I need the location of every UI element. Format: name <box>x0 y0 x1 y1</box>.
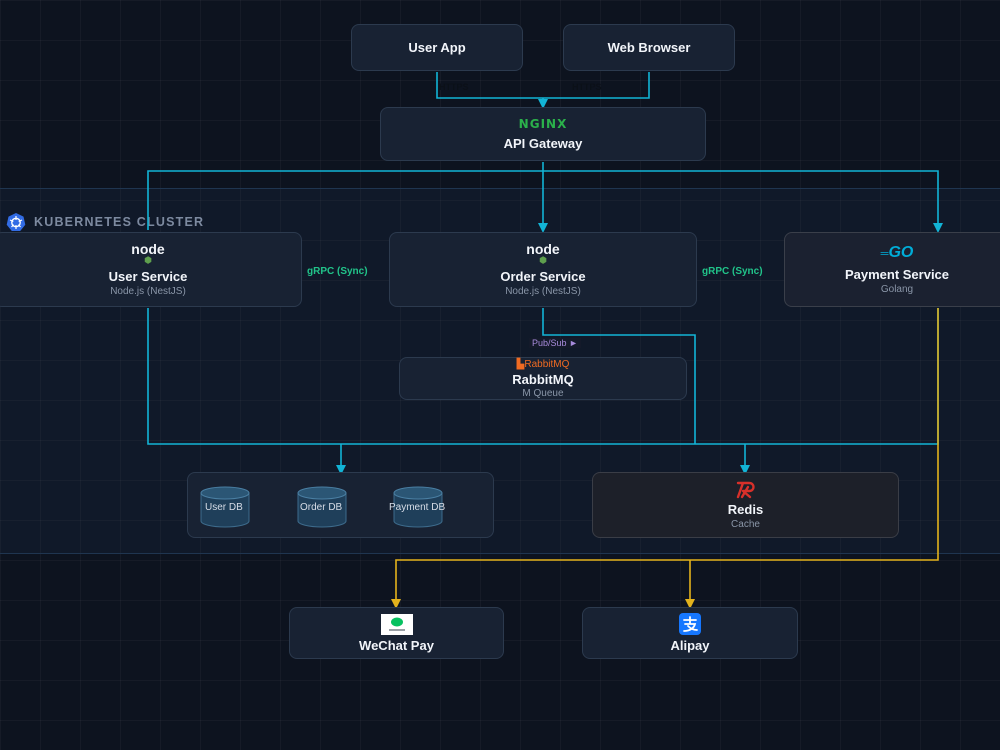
redis-subtitle: Cache <box>731 519 760 530</box>
api-gateway-title: API Gateway <box>503 136 583 151</box>
https-label-right: HTTPS <box>572 82 602 92</box>
web-browser-node[interactable]: Web Browser <box>563 24 735 71</box>
web-browser-label: Web Browser <box>607 40 691 55</box>
api-gateway-node[interactable]: NGINX API Gateway <box>380 107 706 161</box>
user-service-title: User Service <box>108 269 188 284</box>
cluster-label: KUBERNETES CLUSTER <box>34 215 205 229</box>
order-db-label: Order DB <box>300 502 343 513</box>
rabbitmq-logo: ▙RabbitMQ <box>516 358 570 370</box>
wechat-pay-icon <box>380 613 413 635</box>
cluster-header: KUBERNETES CLUSTER <box>6 212 204 232</box>
rabbitmq-icon: ▙ <box>516 358 525 370</box>
https-label-left: HTTPS <box>439 82 469 92</box>
order-service-node[interactable]: node ⬢ Order Service Node.js (NestJS) <box>389 232 697 307</box>
payment-service-subtitle: Golang <box>880 283 914 295</box>
nodejs-hex-icon: ⬢ <box>539 255 547 265</box>
database-icon <box>297 486 347 528</box>
grpc-label-right: gRPC (Sync) <box>702 266 763 277</box>
payment-service-node[interactable]: ═GO Payment Service Golang <box>784 232 1000 307</box>
database-icon <box>393 486 443 528</box>
redis-title: Redis <box>727 502 764 517</box>
order-service-title: Order Service <box>500 269 586 284</box>
kubernetes-icon <box>6 213 26 231</box>
gateway-to-services-link <box>147 170 943 233</box>
nodejs-logo: node <box>526 241 560 257</box>
payment-db-label: Payment DB <box>389 502 446 513</box>
wechat-pay-title: WeChat Pay <box>359 637 434 653</box>
nodejs-hex-icon: ⬢ <box>144 255 152 265</box>
redis-node[interactable]: Redis Cache <box>592 472 899 538</box>
user-db-label: User DB <box>205 502 243 513</box>
nodejs-logo: node <box>131 241 165 257</box>
redis-icon <box>736 481 755 499</box>
nginx-logo: NGINX <box>518 117 568 131</box>
payment-to-wechat-link <box>391 308 939 609</box>
alipay-title: Alipay <box>670 638 710 653</box>
user-service-subtitle: Node.js (NestJS) <box>110 286 186 297</box>
order-to-bus-link <box>542 308 696 444</box>
database-icon <box>200 486 250 528</box>
alipay-node[interactable]: Alipay <box>582 607 798 659</box>
wechat-pay-node[interactable]: WeChat Pay <box>289 607 504 659</box>
https-link <box>436 72 650 99</box>
rabbitmq-title: RabbitMQ <box>512 371 574 387</box>
rabbitmq-node[interactable]: ▙RabbitMQ RabbitMQ M Queue <box>399 357 687 400</box>
user-app-node[interactable]: User App <box>351 24 523 71</box>
rabbitmq-subtitle: M Queue <box>522 387 564 399</box>
pubsub-label: Pub/Sub ► <box>529 338 581 348</box>
order-service-subtitle: Node.js (NestJS) <box>505 286 581 297</box>
user-service-node[interactable]: node ⬢ User Service Node.js (NestJS) <box>0 232 302 307</box>
grpc-label-left: gRPC (Sync) <box>307 266 368 277</box>
payment-service-title: Payment Service <box>844 266 950 282</box>
user-app-label: User App <box>408 40 466 55</box>
alipay-icon <box>679 613 701 635</box>
go-logo: ═GO <box>880 243 914 261</box>
